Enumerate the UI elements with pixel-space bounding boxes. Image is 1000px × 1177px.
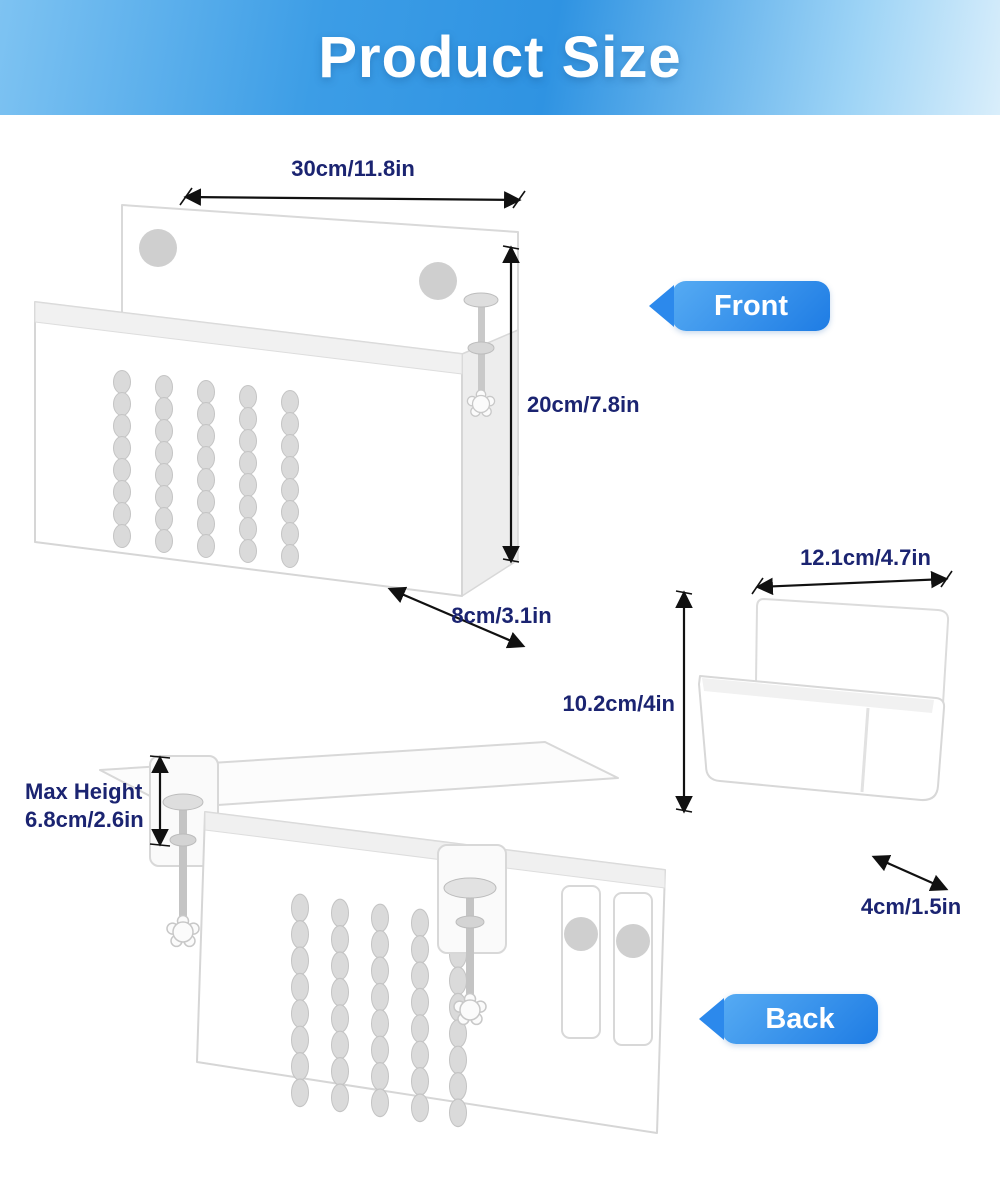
page-title: Product Size [318,25,682,90]
header-banner: Product Size [0,0,1000,115]
front-width-arrow [183,188,522,209]
front-height-label: 20cm/7.8in [527,392,640,417]
mounting-hole [419,262,457,300]
dimension-arrows [149,187,953,891]
mesh-circle [616,924,650,958]
back-product-top-flange [204,811,666,889]
mesh-circle [564,917,598,951]
back-view-tag: Back [722,994,878,1044]
max-height-label: Max Height 6.8cm/2.6in [25,778,144,834]
front-product-top-flange [34,301,463,375]
holder-depth-arrow [871,855,949,891]
front-product-side-face [461,329,519,597]
clamp-screws-front [463,292,499,417]
holder-depth-label: 4cm/1.5in [860,894,962,919]
pen-holder-opening [702,678,934,713]
divider-fins [561,885,653,1046]
holder-width-label: 12.1cm/4.7in [800,545,931,570]
holder-width-arrow [755,570,949,596]
front-view-tag: Front [672,281,830,331]
back-product-top-plate [99,741,619,809]
max-height-label-line2: 6.8cm/2.6in [25,807,144,832]
desk-clamp-right [437,844,507,1026]
max-height-label-line1: Max Height [25,779,143,804]
front-depth-label: 8cm/3.1in [451,603,552,628]
back-product [99,741,666,1134]
front-width-label: 30cm/11.8in [291,156,415,181]
front-depth-arrow [387,586,526,649]
pen-holder-divider [860,707,870,793]
front-product [34,204,519,597]
holder-height-label: 10.2cm/4in [562,691,675,716]
pen-holder-product [698,598,950,802]
mounting-hole [139,229,177,267]
